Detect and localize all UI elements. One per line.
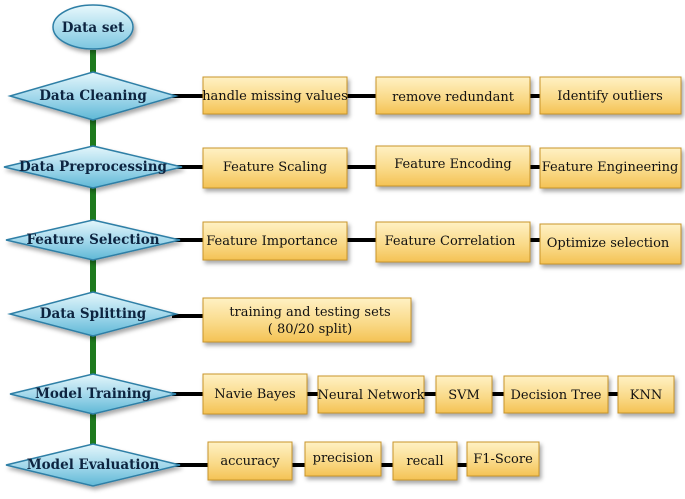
stage-diamond	[3, 145, 183, 189]
step-decision-tree: Decision Tree	[503, 375, 609, 414]
step-box	[503, 375, 609, 414]
spine-segment	[90, 186, 96, 222]
step-accuracy: accuracy	[207, 441, 293, 481]
step-label: Feature Correlation	[385, 234, 516, 249]
step-optimize-selection: Optimize selection	[539, 223, 682, 265]
step-box	[617, 375, 675, 414]
step-label: Neural Network	[317, 388, 424, 403]
step-box	[202, 76, 348, 115]
step-label: Identify outliers	[557, 89, 663, 104]
stage-data-preprocessing: Data Preprocessing	[3, 145, 183, 189]
step-feature-encoding: Feature Encoding	[375, 145, 531, 187]
step-sublabel: ( 80/20 split)	[268, 322, 352, 337]
step-label: SVM	[448, 388, 480, 403]
stage-diamond	[7, 71, 179, 121]
step-box	[202, 147, 348, 189]
stage-label: Data Splitting	[40, 306, 147, 322]
start-oval	[52, 4, 134, 50]
spine-segment	[90, 50, 96, 82]
stage-label: Model Training	[35, 386, 152, 402]
step-neural-network: Neural Network	[317, 375, 425, 414]
step-label: KNN	[630, 388, 662, 403]
stage-diamond	[5, 219, 181, 261]
step-precision: precision	[304, 441, 382, 477]
step-f1-score: F1-Score	[466, 441, 540, 477]
step-label: Feature Scaling	[223, 160, 327, 175]
start-label: Data set	[62, 20, 125, 36]
step-box	[539, 223, 682, 265]
stage-label: Feature Selection	[26, 232, 159, 248]
step-box	[539, 76, 682, 115]
step-label: Feature Engineering	[542, 160, 679, 175]
step-label: precision	[313, 451, 374, 466]
step-box	[207, 441, 293, 481]
step-box	[304, 441, 382, 477]
step-feature-importance: Feature Importance	[202, 221, 348, 261]
stage-data-cleaning: Data Cleaning	[7, 71, 179, 121]
step-svm: SVM	[435, 375, 493, 414]
step-training-testing-sets: training and testing sets ( 80/20 split)	[202, 297, 412, 343]
step-box	[375, 221, 531, 263]
stage-diamond	[7, 291, 179, 337]
stage-model-training: Model Training	[9, 373, 177, 415]
step-box	[202, 221, 348, 261]
spine-segment	[90, 120, 96, 148]
step-feature-engineering: Feature Engineering	[539, 147, 682, 189]
step-box	[202, 297, 412, 343]
step-navie-bayes: Navie Bayes	[202, 373, 308, 415]
step-knn: KNN	[617, 375, 675, 414]
step-label: F1-Score	[473, 452, 533, 467]
spine-connectors	[90, 50, 96, 447]
step-label: Feature Encoding	[394, 157, 512, 172]
spine-segment	[90, 413, 96, 447]
step-label: Feature Importance	[206, 234, 338, 249]
step-remove-redundant: remove redundant	[375, 76, 531, 115]
step-label: recall	[406, 454, 443, 469]
stage-data-splitting: Data Splitting	[7, 291, 179, 337]
spine-segment	[90, 259, 96, 293]
step-box	[539, 147, 682, 189]
step-handle-missing-values: handle missing values	[202, 76, 348, 115]
step-identify-outliers: Identify outliers	[539, 76, 682, 115]
step-feature-scaling: Feature Scaling	[202, 147, 348, 189]
step-recall: recall	[392, 441, 458, 481]
start-node: Data set	[52, 4, 134, 50]
step-label: training and testing sets	[229, 305, 390, 320]
step-label: Optimize selection	[547, 236, 670, 251]
step-box	[375, 76, 531, 115]
step-box	[392, 441, 458, 481]
step-label: accuracy	[220, 454, 280, 469]
stage-label: Data Preprocessing	[19, 159, 168, 175]
step-box	[202, 373, 308, 415]
stage-diamond	[9, 373, 177, 415]
step-box	[466, 441, 540, 477]
step-label: handle missing values	[202, 89, 348, 104]
stage-diamond	[5, 443, 181, 487]
step-label: remove redundant	[392, 90, 515, 105]
step-box	[435, 375, 493, 414]
step-box	[317, 375, 425, 414]
stage-label: Data Cleaning	[39, 88, 147, 104]
stage-feature-selection: Feature Selection	[5, 219, 181, 261]
step-label: Decision Tree	[511, 388, 602, 403]
stage-model-evaluation: Model Evaluation	[5, 443, 181, 487]
step-label: Navie Bayes	[214, 387, 295, 402]
spine-segment	[90, 333, 96, 378]
step-box	[375, 145, 531, 187]
step-feature-correlation: Feature Correlation	[375, 221, 531, 263]
stage-label: Model Evaluation	[27, 457, 160, 473]
